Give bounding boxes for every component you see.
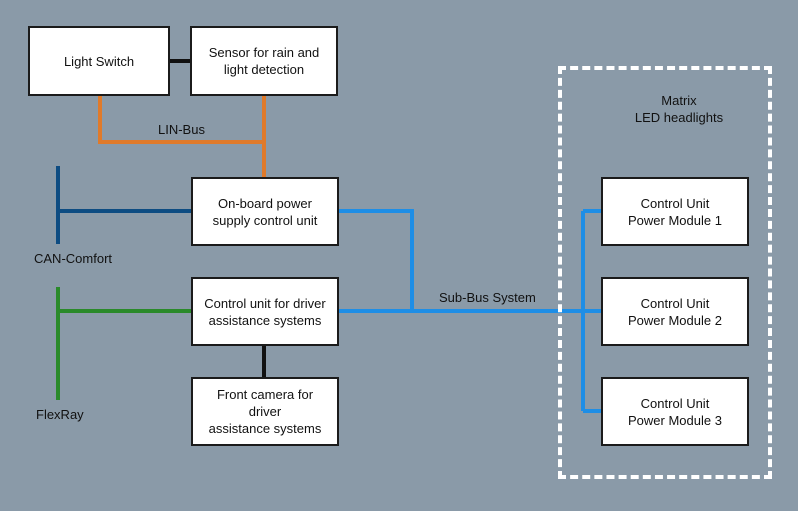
sensor-box: Sensor for rain and light detection xyxy=(190,26,338,96)
power-module-1-box: Control Unit Power Module 1 xyxy=(601,177,749,246)
matrix-led-frame xyxy=(558,66,772,479)
power-module-2-box: Control Unit Power Module 2 xyxy=(601,277,749,346)
onboard-power-label: On-board power supply control unit xyxy=(212,195,318,228)
front-camera-box: Front camera for driver assistance syste… xyxy=(191,377,339,446)
flexray-label: FlexRay xyxy=(36,407,84,422)
onboard-power-box: On-board power supply control unit xyxy=(191,177,339,246)
can-comfort-label: CAN-Comfort xyxy=(34,251,113,266)
lin-bus-line xyxy=(98,95,264,144)
driver-assist-box: Control unit for driver assistance syste… xyxy=(191,277,339,346)
power-module-1-label: Control Unit Power Module 1 xyxy=(628,195,722,228)
light-switch-label: Light Switch xyxy=(63,53,135,69)
sub-bus-onboard xyxy=(338,209,414,311)
sensor-label: Sensor for rain and light detection xyxy=(208,45,320,77)
front-camera-label: Front camera for driver assistance syste… xyxy=(208,387,322,436)
matrix-label: Matrix LED headlights xyxy=(634,93,724,125)
power-module-2-label: Control Unit Power Module 2 xyxy=(628,295,722,328)
power-module-3-box: Control Unit Power Module 3 xyxy=(601,377,749,446)
power-module-3-label: Control Unit Power Module 3 xyxy=(628,395,722,428)
lin-bus-label: LIN-Bus xyxy=(158,122,205,137)
light-switch-box: Light Switch xyxy=(28,26,170,96)
driver-assist-label: Control unit for driver assistance syste… xyxy=(204,295,326,328)
sub-bus-label: Sub-Bus System xyxy=(439,290,536,305)
